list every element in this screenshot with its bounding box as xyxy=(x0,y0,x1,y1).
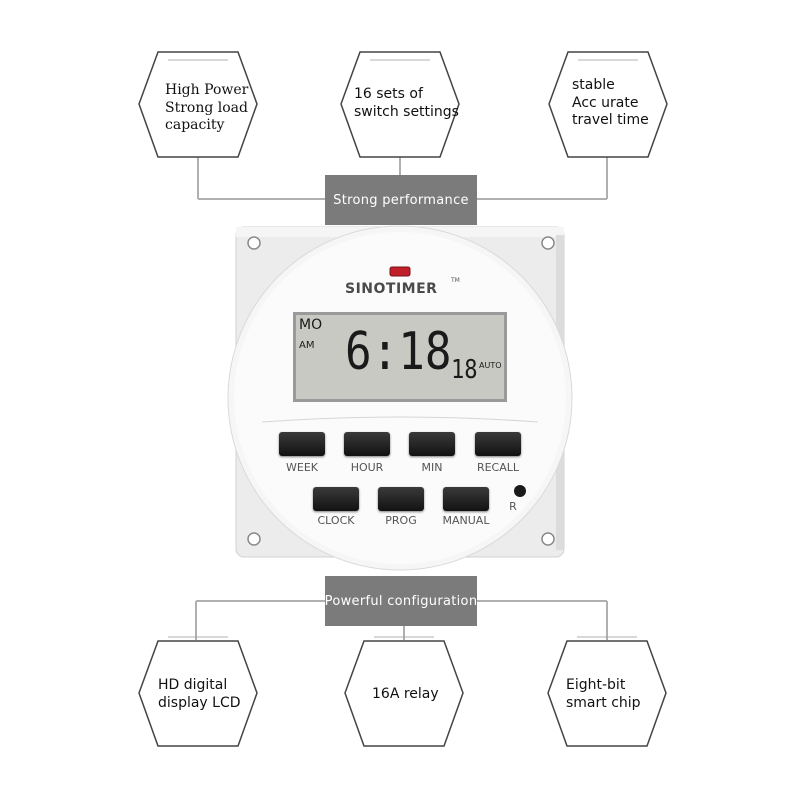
clock-label: CLOCK xyxy=(317,514,355,527)
feature-line: Eight-bit xyxy=(566,677,626,693)
feature-line: 16A relay xyxy=(372,686,439,702)
status-led xyxy=(389,266,411,277)
min-button[interactable] xyxy=(409,432,455,456)
trademark-mark: TM xyxy=(451,277,460,284)
strong-performance-banner: Strong performance xyxy=(325,175,477,225)
mounting-hole xyxy=(247,532,261,546)
hexagon-smart-chip xyxy=(547,640,667,747)
lcd-day: MO xyxy=(299,317,323,333)
feature-high-power: High Power Strong load capacity xyxy=(165,82,248,135)
feature-hd-display: HD digital display LCD xyxy=(158,677,241,712)
hexagon-hd-display xyxy=(138,640,258,747)
manual-button[interactable] xyxy=(443,487,489,511)
mounting-hole xyxy=(541,532,555,546)
brand-logo: SINOTIMER xyxy=(345,281,438,297)
feature-switch-settings: 16 sets of switch settings xyxy=(354,86,459,121)
feature-line: HD digital xyxy=(158,677,228,693)
feature-line: Acc urate xyxy=(572,94,639,111)
week-button[interactable] xyxy=(279,432,325,456)
timer-device xyxy=(227,225,573,571)
hour-label: HOUR xyxy=(350,461,384,474)
hexagon-relay xyxy=(344,640,464,747)
feature-line: 16 sets of xyxy=(354,86,423,102)
hexagon-switch-settings xyxy=(340,51,460,158)
feature-travel-time: stable Acc urate travel time xyxy=(572,77,649,130)
min-label: MIN xyxy=(421,461,443,474)
mounting-hole xyxy=(541,236,555,250)
recall-label: RECALL xyxy=(476,461,520,474)
lcd-time: 6:18 xyxy=(345,322,452,382)
manual-label: MANUAL xyxy=(442,514,490,527)
feature-line: Strong load xyxy=(165,99,248,116)
hexagon-travel-time xyxy=(548,51,668,158)
hexagon-high-power xyxy=(138,51,258,158)
feature-smart-chip: Eight-bit smart chip xyxy=(566,677,641,712)
feature-line: capacity xyxy=(165,117,225,133)
lcd-mode: AUTO xyxy=(479,361,502,370)
clock-button[interactable] xyxy=(313,487,359,511)
feature-line: smart chip xyxy=(566,694,641,711)
feature-relay: 16A relay xyxy=(372,686,439,704)
top-connector-lines xyxy=(197,157,608,200)
prog-button[interactable] xyxy=(378,487,424,511)
reset-button xyxy=(514,485,526,497)
bottom-connector-lines xyxy=(195,600,608,640)
lcd-period: AM xyxy=(299,340,315,351)
lcd-screen xyxy=(296,315,504,399)
hour-button[interactable] xyxy=(344,432,390,456)
feature-line: stable xyxy=(572,77,615,93)
recall-button[interactable] xyxy=(475,432,521,456)
feature-line: travel time xyxy=(572,112,649,128)
week-label: WEEK xyxy=(286,461,318,474)
lcd-seconds: 18 xyxy=(451,355,478,385)
mounting-hole xyxy=(247,236,261,250)
powerful-configuration-banner: Powerful configuration xyxy=(325,576,477,626)
feature-line: display LCD xyxy=(158,694,241,711)
reset-label: R xyxy=(509,500,517,513)
feature-line: High Power xyxy=(165,82,249,98)
prog-label: PROG xyxy=(385,514,417,527)
feature-line: switch settings xyxy=(354,103,459,120)
